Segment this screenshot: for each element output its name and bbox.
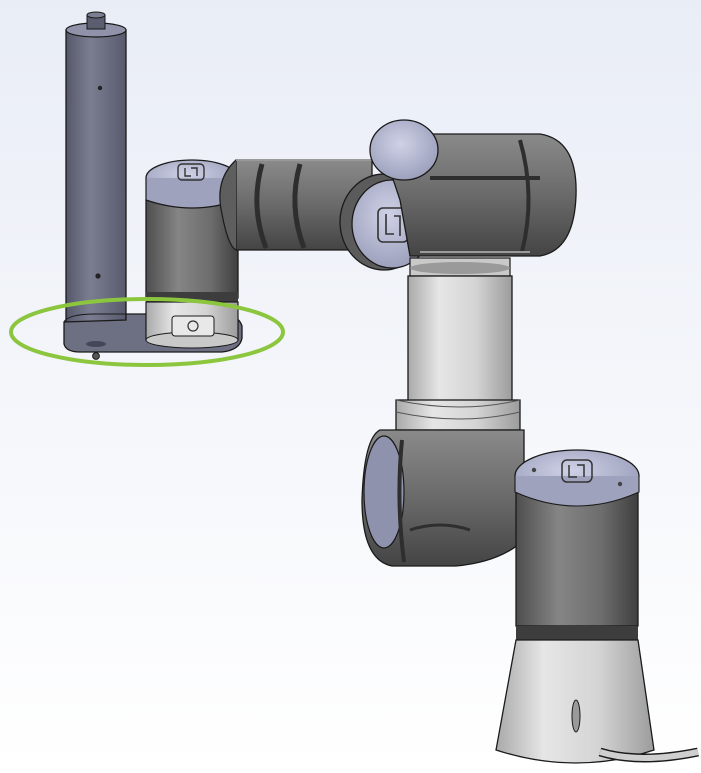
base-cable[interactable]	[598, 747, 699, 763]
wrist-3-joint[interactable]	[361, 429, 525, 567]
connector-icon	[171, 315, 215, 337]
upper-arm-link[interactable]	[219, 159, 373, 251]
forearm-tube[interactable]	[395, 257, 521, 431]
screw-icon	[531, 467, 537, 473]
logo-icon	[177, 163, 205, 181]
logo-icon	[561, 459, 593, 483]
shoulder-joint[interactable]	[145, 159, 239, 349]
highlight-ellipse	[9, 297, 285, 367]
base-joint[interactable]	[495, 449, 655, 764]
column[interactable]	[65, 11, 127, 337]
wrist-2-joint[interactable]	[369, 119, 577, 257]
